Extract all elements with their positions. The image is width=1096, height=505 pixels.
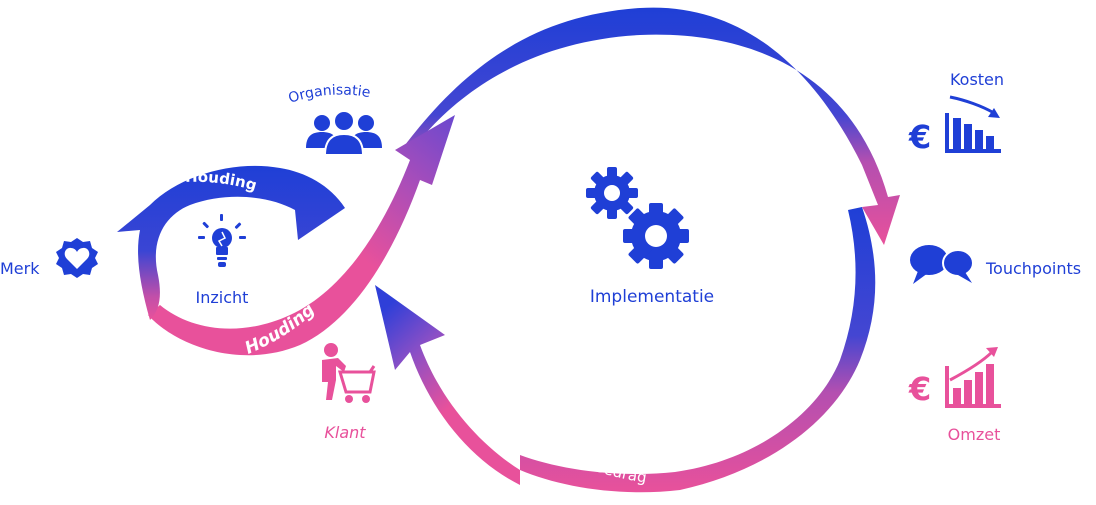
touchpoints-label: Touchpoints xyxy=(985,259,1081,278)
kosten-label: Kosten xyxy=(950,70,1004,89)
people-group-icon xyxy=(306,110,382,156)
left-houding-arrow xyxy=(117,165,345,320)
speech-bubbles-icon xyxy=(910,245,974,284)
return-arrow xyxy=(375,285,520,485)
inzicht-label: Inzicht xyxy=(196,288,249,307)
heart-badge-icon xyxy=(56,238,98,278)
omzet-label: Omzet xyxy=(948,425,1001,444)
shopper-cart-icon xyxy=(322,343,376,403)
left-rising-band xyxy=(148,115,455,356)
right-loop-band xyxy=(520,207,876,493)
lightbulb-icon xyxy=(198,214,246,267)
svg-text:€: € xyxy=(908,118,931,156)
euro-declining-bars-icon: € xyxy=(908,95,1001,156)
organisatie-label: Organisatie xyxy=(287,82,372,106)
gears-icon xyxy=(586,167,689,269)
svg-text:Organisatie: Organisatie xyxy=(287,82,372,106)
euro-rising-bars-icon: € xyxy=(908,347,1001,408)
merk-label: Merk xyxy=(0,259,40,278)
implementatie-label: Implementatie xyxy=(590,287,714,307)
svg-text:€: € xyxy=(908,370,931,408)
klant-label: Klant xyxy=(324,423,366,442)
